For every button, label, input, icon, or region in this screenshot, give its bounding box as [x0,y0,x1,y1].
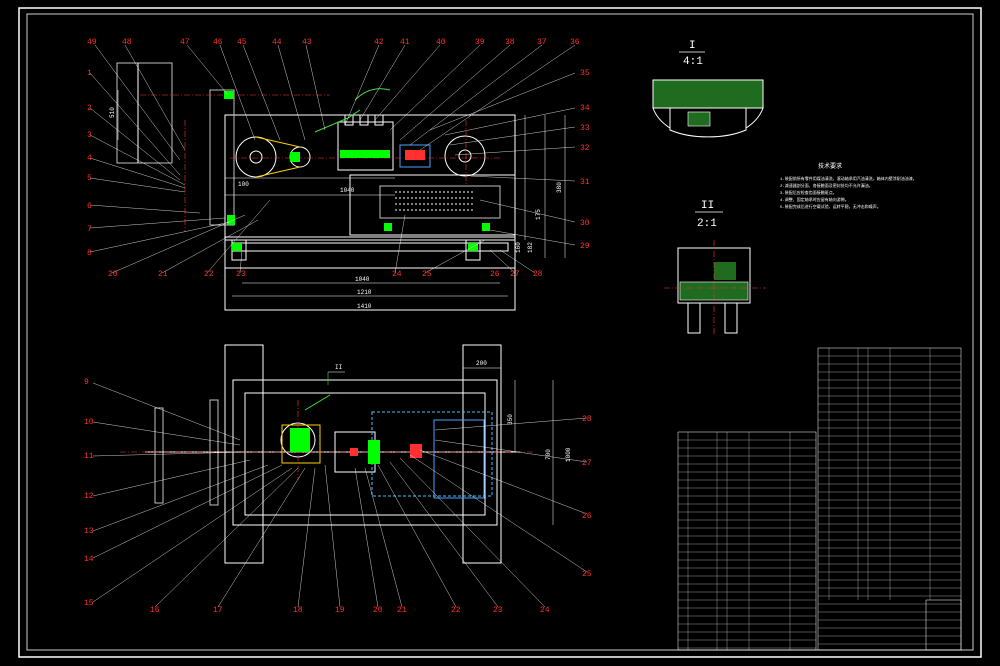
plan-part-labels: 9 10 11 12 13 14 15 16 17 18 19 20 21 22… [84,378,592,615]
part-label: 49 [87,38,97,47]
dimension-182: 182 [527,242,534,253]
bom-table-left [677,431,817,651]
detail-I-numeral: I [689,40,696,52]
part-label: 14 [84,555,94,564]
part-label: 24 [540,606,550,615]
part-label: 34 [580,104,590,113]
front-highlights [224,91,490,251]
part-label: 29 [580,242,590,251]
part-label: 20 [108,270,118,279]
part-label: 11 [84,452,94,461]
part-label: 18 [293,606,303,615]
tech-notes: 技术要求 1.装配前所有零件用煤油清洗，滚动轴承用汽油清洗，箱体内壁涂耐油油漆。… [780,162,917,210]
part-label: 6 [87,202,92,211]
dimension-1210: 1210 [357,289,372,296]
part-label: 28 [533,270,543,279]
part-label: 37 [537,38,547,47]
part-label: 5 [87,174,92,183]
part-label: 39 [475,38,485,47]
inner-border [26,13,974,651]
dimension-1410: 1410 [357,303,372,310]
dimension-160: 160 [515,242,522,253]
detail-II: II 2:1 [664,200,766,335]
detail-II-numeral: II [701,200,714,212]
part-label: 47 [180,38,190,47]
part-label: 32 [580,144,590,153]
note-line: 1.装配前所有零件用煤油清洗，滚动轴承用汽油清洗，箱体内壁涂耐油油漆。 [780,175,917,182]
part-label: 42 [374,38,384,47]
part-label: 30 [580,219,590,228]
part-label: 48 [122,38,132,47]
part-label: 23 [493,606,503,615]
detail-I: I 4:1 [652,40,764,138]
part-label: 25 [582,570,592,579]
dimension-1040-top: 1040 [340,187,355,194]
part-label: 26 [490,270,500,279]
part-label: 8 [87,249,92,258]
part-label: 21 [158,270,168,279]
dimension-350: 350 [507,414,514,425]
part-label: 26 [582,512,592,521]
part-label: 23 [236,270,246,279]
note-line: 4.调整、固定轴承时应留有轴向游隙。 [780,196,849,203]
note-line: 3.装配后应检查齿面接触斑点。 [780,189,837,196]
part-label: 44 [272,38,282,47]
part-label: 9 [84,378,89,387]
part-label: 43 [302,38,312,47]
dimension-700: 700 [545,449,552,460]
plan-section-marker [327,371,345,385]
part-label: 1 [87,69,92,78]
part-label: 10 [84,418,94,427]
front-dimensions: 510 100 1040 1040 1210 1410 175 380 160 … [109,107,563,310]
part-label: 41 [400,38,410,47]
part-label: 25 [422,270,432,279]
plan-highlights [290,428,422,464]
part-label: 40 [436,38,446,47]
dimension-380: 380 [556,182,563,193]
part-label: 20 [373,606,383,615]
part-label: 38 [505,38,515,47]
part-label: 21 [397,606,407,615]
part-label: 45 [237,38,247,47]
note-line: 5.装配完成后进行空载试验，运转平稳，无冲击和噪声。 [780,203,881,210]
part-label: 35 [580,69,590,78]
part-label: 16 [150,606,160,615]
detail-I-scale: 4:1 [683,56,703,68]
part-label: 19 [335,606,345,615]
part-label: 15 [84,599,94,608]
dimension-510: 510 [109,107,116,118]
part-label: 36 [570,38,580,47]
dimension-1000: 1000 [565,447,572,462]
plan-section-label: II [335,364,342,371]
notes-title: 技术要求 [818,162,842,170]
note-line: 2.减速器剖分面、各接触面及密封处均不允许漏油。 [780,182,873,189]
part-label: 13 [84,527,94,536]
part-label: 31 [580,178,590,187]
part-label: 46 [213,38,223,47]
dimension-200: 200 [476,360,487,367]
part-label: 33 [580,124,590,133]
dimension-100: 100 [238,181,249,188]
part-label: 17 [213,606,223,615]
part-label: 27 [510,270,520,279]
bom-table-right [817,347,962,651]
part-label: 7 [87,225,92,234]
detail-II-scale: 2:1 [697,218,717,230]
part-label: 3 [87,131,92,140]
part-label: 22 [204,270,214,279]
part-label: 24 [392,270,402,279]
bom-grid [678,348,961,650]
part-label: 27 [582,459,592,468]
dimension-1040: 1040 [355,276,370,283]
plan-dimensions: 200 350 700 1000 [476,360,572,462]
part-label: 4 [87,154,92,163]
part-label: 2 [87,104,92,113]
part-label: 22 [451,606,461,615]
outer-border [18,7,982,658]
part-label: 28 [582,415,592,424]
dimension-175: 175 [535,209,542,220]
part-label: 12 [84,492,94,501]
front-part-labels: 49 48 47 46 45 44 43 42 41 40 39 38 37 3… [87,38,590,279]
